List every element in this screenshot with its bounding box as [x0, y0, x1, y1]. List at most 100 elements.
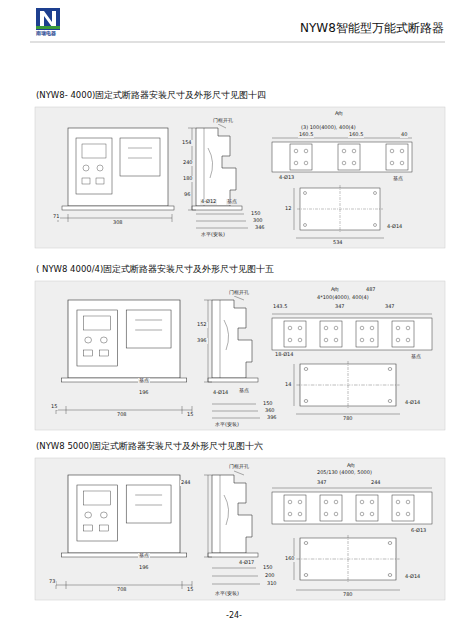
terminal-block [320, 495, 342, 521]
dimension-label: 14 [284, 382, 292, 388]
dimension-line [272, 138, 412, 139]
dimension-label: 150 [262, 565, 274, 571]
dimension-label: 73 [48, 579, 56, 585]
dimension-label: 154 [181, 140, 193, 146]
dimension-label: 水平(安装) [214, 422, 240, 428]
dimension-line [296, 238, 384, 239]
dimension-label: 160.5 [298, 132, 314, 138]
dimension-label: 160 [284, 556, 296, 562]
dimension-label: 150 [250, 211, 262, 217]
dimension-label: 780 [342, 592, 354, 598]
dimension-label: 152 [196, 322, 208, 328]
dimension-label: 300 [252, 218, 264, 224]
dimension-label: 12 [284, 206, 292, 212]
dimension-label: 347 [334, 304, 346, 310]
dimension-label: 396 [266, 415, 278, 421]
dimension-label: 4-Ø12 [200, 199, 217, 205]
terminal-block [386, 144, 408, 170]
dimension-label: 40 [400, 132, 408, 138]
page-number: -24- [226, 612, 242, 621]
dimension-label: 基点 [138, 378, 150, 384]
dimension-label: 4*100(4000), 400(4) [316, 295, 370, 301]
dimension-label: 4-Ø17 [238, 560, 255, 566]
dimension-label: 143.5 [272, 304, 288, 310]
dimension-label: 96 [183, 192, 191, 198]
logo-text: 南瑞电器 [36, 31, 56, 37]
dimension-label: 308 [112, 220, 124, 226]
dimension-label: 150 [262, 401, 274, 407]
dimension-label: A向 [330, 287, 340, 293]
dimension-label: 15 [50, 404, 58, 410]
dimension-label: 160.5 [348, 132, 364, 138]
terminal-block [284, 495, 306, 521]
dimension-label: 基点 [392, 176, 404, 182]
dimension-label: 水平(安装) [214, 591, 240, 597]
front-view [61, 475, 186, 557]
dimension-line [294, 188, 295, 230]
dimension-label: 200 [264, 573, 276, 579]
terminal-block [338, 144, 360, 170]
dimension-label: 396 [196, 338, 208, 344]
dimension-label: 水平(安装) [200, 232, 226, 238]
dimension-label: 门框开孔 [228, 290, 250, 296]
terminal-block [392, 321, 414, 347]
terminal-block [392, 495, 414, 521]
dimension-label: 180 [182, 176, 194, 182]
dimension-label: 4-Ø14 [386, 224, 403, 230]
terminal-block [290, 144, 312, 170]
dimension-line [296, 590, 400, 591]
dimension-label: 71 [52, 214, 60, 220]
dimension-line [294, 364, 295, 406]
dimension-label: 门框开孔 [228, 464, 250, 470]
terminal-block [284, 321, 306, 347]
dimension-label: 4-Ø14 [404, 574, 421, 580]
figure-panel [35, 281, 445, 430]
dimension-label: 240 [182, 160, 194, 166]
dimension-lines [204, 471, 260, 584]
dimension-label: 196 [138, 390, 150, 396]
header-rule [30, 42, 445, 43]
dimension-lines [204, 296, 260, 418]
dimension-label: 15 [186, 412, 194, 418]
base-plate [296, 361, 399, 409]
dimension-line [272, 488, 432, 489]
section-heading: ( NYW8 4000/4)固定式断路器安装尺寸及外形尺寸见图十五 [36, 265, 274, 274]
dimension-label: 780 [342, 416, 354, 422]
dimension-label: 196 [138, 565, 150, 571]
dimension-label: 基点 [138, 553, 150, 559]
dimension-label: 4-Ø14 [404, 400, 421, 406]
side-view [192, 128, 242, 210]
side-view [208, 300, 258, 382]
dimension-label: 360 [264, 408, 276, 414]
dimension-label: (3) 100(4000), 400(4) [300, 125, 357, 131]
dimension-label: 708 [116, 587, 128, 593]
page-title: NYW8智能型万能式断路器 [300, 22, 444, 35]
terminal-block [320, 321, 342, 347]
section-heading: (NYW8 5000)固定式断路器安装尺寸及外形尺寸见图十六 [36, 442, 263, 451]
dimension-label: 4-Ø13 [278, 175, 295, 181]
dimension-label: 244 [180, 480, 192, 486]
dimension-label: 487 [365, 287, 377, 293]
dimension-label: 15 [186, 587, 194, 593]
dimension-label: 4-Ø14 [212, 390, 229, 396]
dimension-label: 310 [266, 581, 278, 587]
figure-panel [35, 107, 445, 248]
terminal-view [272, 492, 432, 524]
section-heading: (NYW8- 4000)固定式断路器安装尺寸及外形尺寸见图十四 [36, 91, 266, 100]
front-view [62, 128, 174, 210]
figure-panel [35, 458, 445, 600]
dimension-label: A向 [334, 111, 344, 117]
dimension-label: 6-Ø13 [410, 528, 427, 534]
dimension-label: 347 [384, 304, 396, 310]
front-view [61, 300, 186, 382]
dimension-lines [188, 124, 248, 228]
dimension-line [296, 414, 400, 415]
dimension-label: 基点 [226, 199, 238, 205]
side-view [208, 475, 258, 557]
dimension-label: 346 [254, 225, 266, 231]
terminal-view [272, 142, 412, 172]
terminal-block [356, 321, 378, 347]
terminal-block [356, 495, 378, 521]
dimension-label: 18-Ø14 [274, 352, 294, 358]
